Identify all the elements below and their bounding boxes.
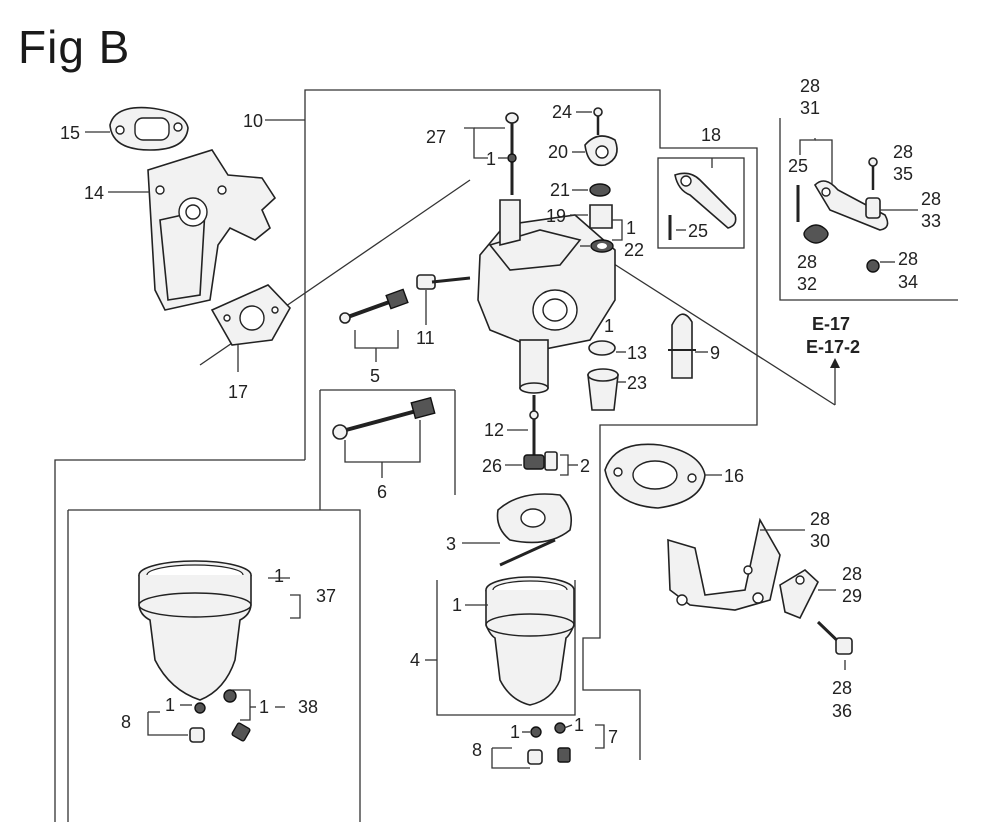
label-37: 37 xyxy=(316,586,336,606)
part-5-pilot-screw xyxy=(339,288,409,324)
label-34: 34 xyxy=(898,272,918,292)
carburetor-body xyxy=(477,199,616,394)
label-1-b: 1 xyxy=(626,218,636,238)
part-13-oring xyxy=(588,340,616,356)
label-19: 19 xyxy=(546,206,566,226)
label-28-a: 28 xyxy=(800,76,820,96)
label-5: 5 xyxy=(370,366,380,386)
label-10: 10 xyxy=(243,111,263,131)
part-3-float xyxy=(496,493,573,567)
part-6-throttle-screw xyxy=(332,396,436,440)
part-2-seal xyxy=(544,451,558,471)
part-22-oring xyxy=(590,239,614,253)
label-20: 20 xyxy=(548,142,568,162)
part-27-screw xyxy=(505,112,519,195)
part-33-bolt xyxy=(865,197,881,219)
label-27: 27 xyxy=(426,127,446,147)
label-1-f: 1 xyxy=(604,316,614,336)
leader-lines xyxy=(85,111,918,769)
label-1-e: 1 xyxy=(574,715,584,735)
label-38: 38 xyxy=(298,697,318,717)
label-33: 33 xyxy=(921,211,941,231)
label-36: 36 xyxy=(832,701,852,721)
frame-lines xyxy=(54,89,958,822)
label-28-f: 28 xyxy=(810,509,830,529)
label-1-h: 1 xyxy=(165,695,175,715)
label-15: 15 xyxy=(60,123,80,143)
label-29: 29 xyxy=(842,586,862,606)
label-13: 13 xyxy=(627,343,647,363)
part-18-choke-lever xyxy=(657,157,745,249)
label-25-a: 25 xyxy=(688,221,708,241)
part-15-gasket xyxy=(109,106,189,151)
part-37-float-bowl xyxy=(138,560,252,701)
label-8-l: 8 xyxy=(121,712,131,732)
label-28-b: 28 xyxy=(893,142,913,162)
label-28-c: 28 xyxy=(921,189,941,209)
ref-e-17: E-17 xyxy=(812,314,850,334)
part-24-screw xyxy=(593,107,603,135)
label-1-i: 1 xyxy=(259,697,269,717)
label-35: 35 xyxy=(893,164,913,184)
label-28-d: 28 xyxy=(797,252,817,272)
ref-e-17-2: E-17-2 xyxy=(806,337,860,357)
part-30-bracket xyxy=(667,517,781,611)
label-1-a: 1 xyxy=(486,149,496,169)
part-26-spring xyxy=(523,454,545,470)
label-1-d: 1 xyxy=(510,722,520,742)
label-17: 17 xyxy=(228,382,248,402)
label-14: 14 xyxy=(84,183,104,203)
part-4-float-bowl xyxy=(485,576,575,706)
label-32: 32 xyxy=(797,274,817,294)
part-17-gasket xyxy=(210,284,291,346)
label-3: 3 xyxy=(446,534,456,554)
label-25-b: 25 xyxy=(788,156,808,176)
part-36-bolt xyxy=(816,620,853,655)
label-1-g: 1 xyxy=(274,566,284,586)
label-6: 6 xyxy=(377,482,387,502)
label-28-h: 28 xyxy=(832,678,852,698)
part-29-lever xyxy=(779,569,819,620)
part-21-washer xyxy=(589,183,611,197)
label-30: 30 xyxy=(810,531,830,551)
label-31: 31 xyxy=(800,98,820,118)
part-23-jet xyxy=(587,368,619,411)
label-9: 9 xyxy=(710,343,720,363)
label-7: 7 xyxy=(608,727,618,747)
label-22: 22 xyxy=(624,240,644,260)
part-34-nut xyxy=(866,259,880,273)
part-20-cover xyxy=(584,135,618,167)
part-9-float-valve xyxy=(668,313,696,379)
label-16: 16 xyxy=(724,466,744,486)
label-28-e: 28 xyxy=(898,249,918,269)
label-18: 18 xyxy=(701,125,721,145)
part-12-main-jet xyxy=(529,395,539,460)
label-21: 21 xyxy=(550,180,570,200)
part-11-screw xyxy=(416,274,471,290)
callout-labels: 15 14 10 17 27 1 24 20 21 19 1 22 5 11 6… xyxy=(60,76,941,760)
part-38-drain-screw xyxy=(189,689,251,743)
label-2: 2 xyxy=(580,456,590,476)
part-7-drain-screw xyxy=(527,722,571,765)
part-16-gasket xyxy=(604,443,706,509)
label-4: 4 xyxy=(410,650,420,670)
figure-title: Fig B xyxy=(18,21,131,73)
label-23: 23 xyxy=(627,373,647,393)
label-12: 12 xyxy=(484,420,504,440)
label-26: 26 xyxy=(482,456,502,476)
part-35-screw xyxy=(868,157,878,190)
label-24: 24 xyxy=(552,102,572,122)
part-32-spring xyxy=(803,224,829,244)
part-19-valve xyxy=(589,204,613,229)
part-14-insulator xyxy=(147,149,277,311)
label-11: 11 xyxy=(416,328,435,348)
label-28-g: 28 xyxy=(842,564,862,584)
label-8-r: 8 xyxy=(472,740,482,760)
label-1-c: 1 xyxy=(452,595,462,615)
